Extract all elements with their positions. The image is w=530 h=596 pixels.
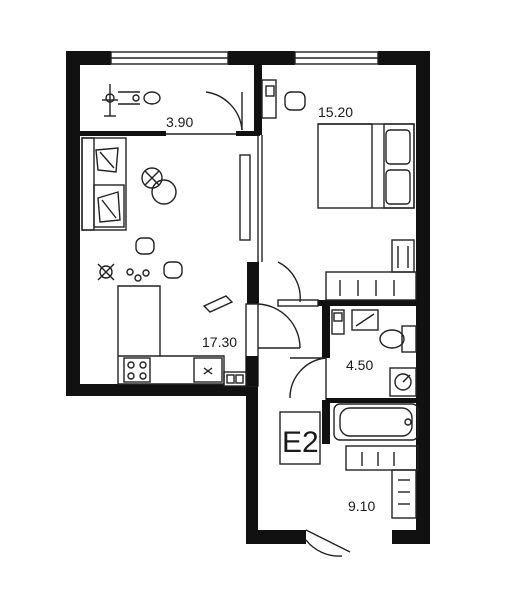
interior-walls	[80, 65, 418, 557]
windows	[110, 51, 379, 65]
room-area-hallway: 9.10	[348, 498, 375, 514]
room-area-bedroom: 15.20	[318, 104, 353, 120]
apartment-code: E2	[282, 426, 319, 459]
hallway-furniture	[279, 403, 419, 519]
room-area-bathroom: 4.50	[346, 357, 373, 373]
balcony-furniture	[102, 84, 243, 131]
outer-walls	[66, 51, 430, 544]
room-area-balcony: 3.90	[166, 114, 193, 130]
bathroom-furniture	[289, 309, 417, 399]
room-area-kitchen-living: 17.30	[202, 334, 237, 350]
kitchen-living-furniture	[81, 137, 301, 385]
bedroom-furniture	[261, 79, 417, 301]
